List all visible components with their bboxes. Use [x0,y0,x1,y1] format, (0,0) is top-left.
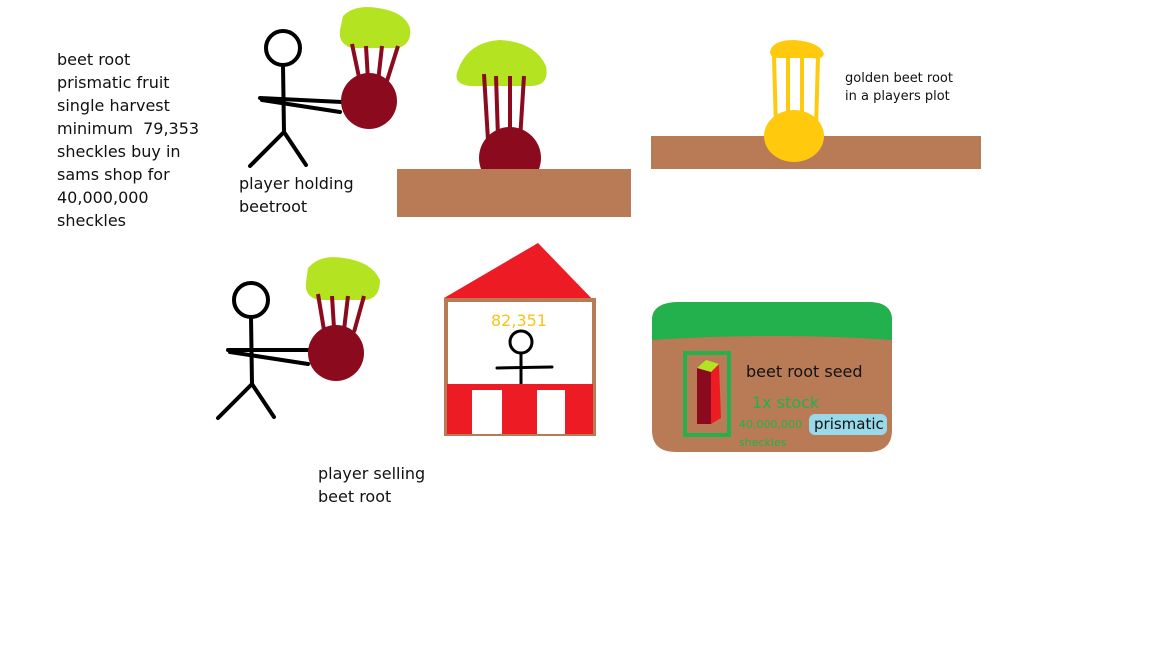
soil-plot [397,169,631,217]
caption-golden-1: golden beet root [845,71,953,86]
caption-holding-2: beetroot [239,197,308,216]
info-line-2: prismatic fruit [57,73,170,92]
prismatic-label: prismatic [814,415,884,433]
caption-selling-1: player selling [318,464,426,483]
info-line-5: sheckles buy in [57,142,181,161]
seed-icon-frame [683,351,731,437]
seed-price-2: sheckles [739,436,787,449]
golden-beetroot [651,40,981,169]
seed-stock: 1x stock [752,393,820,412]
seed-card[interactable] [652,302,892,452]
sold-beetroot [305,257,380,381]
seed-title: beet root seed [746,362,863,381]
planted-beetroot [397,40,631,217]
caption-selling-2: beet root [318,487,392,506]
info-line-8: sheckles [57,211,127,230]
seed-packet-icon [697,360,721,424]
market-stall [444,243,596,436]
player-selling-figure [216,281,312,420]
caption-golden-2: in a players plot [845,89,950,104]
info-line-1: beet root [57,50,131,69]
info-line-3: single harvest [57,96,170,115]
info-line-4: minimum 79,353 [57,119,200,138]
held-beetroot-top [339,7,411,129]
info-line-7: 40,000,000 [57,188,149,207]
player-holding-figure [248,29,344,168]
shopkeeper-figure [495,329,554,386]
info-line-6: sams shop for [57,165,170,184]
prismatic-badge [809,414,887,435]
seed-price-1: 40,000,000 [739,418,802,431]
stall-price: 82,351 [491,311,547,330]
caption-holding-1: player holding [239,174,354,193]
